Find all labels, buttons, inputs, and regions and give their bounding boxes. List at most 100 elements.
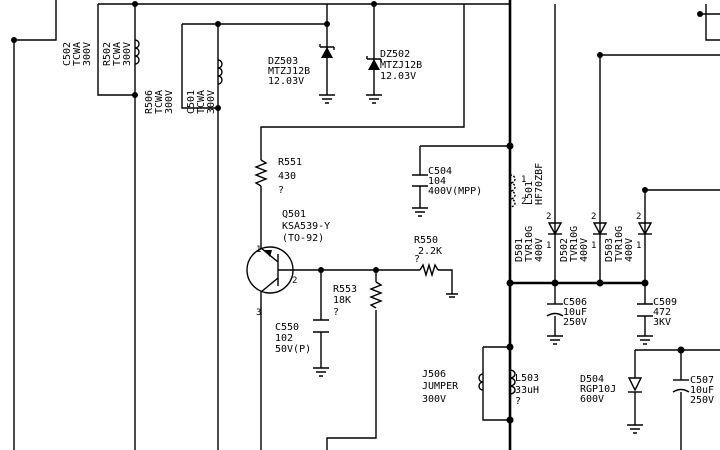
- junction-dot: [11, 37, 17, 43]
- d501-diode-symbol: [547, 222, 563, 236]
- c502-label-group: C502 TCWA 300V: [62, 42, 93, 66]
- junction-dot: [596, 279, 604, 287]
- junction-dot: [506, 416, 514, 424]
- d503-voltage: 400V: [624, 238, 635, 262]
- q501-type: KSA539-Y: [282, 221, 330, 232]
- l503-value: 33uH: [515, 385, 539, 396]
- wire: [181, 24, 218, 109]
- r502-label-group: R502 TCWA 300V: [102, 42, 133, 66]
- c501-type: TCWA: [196, 90, 207, 114]
- d502-pin2: 2: [591, 212, 596, 222]
- junction-dot: [641, 279, 649, 287]
- q501-pin3: 3: [256, 308, 261, 318]
- d501-ref: D501: [514, 238, 525, 262]
- junction-dot: [506, 279, 514, 287]
- junction-dot: [506, 142, 514, 150]
- l503-note: ?: [515, 396, 521, 407]
- l501-ref: L501: [524, 181, 535, 205]
- d503-pin1: 1: [636, 241, 641, 251]
- d502-label-group: D502 TVR10G 400V: [559, 226, 590, 262]
- wire: [260, 4, 465, 160]
- c506-ref: C506: [563, 297, 587, 308]
- r551-ref: R551: [278, 157, 302, 168]
- d503-type: TVR10G: [614, 226, 625, 262]
- dz502-ref: DZ502: [380, 49, 410, 60]
- d504-type: RGP10J: [580, 384, 616, 395]
- c509-ref: C509: [653, 297, 677, 308]
- q501-transistor-symbol: [246, 246, 294, 294]
- c509-capacitor-symbol: [637, 303, 653, 345]
- junctions: [11, 1, 703, 424]
- l503-coil-symbol: [509, 369, 516, 395]
- dz503-value: 12.03V: [268, 76, 304, 87]
- r550-note: ?: [414, 254, 420, 265]
- r551-value: 430: [278, 171, 296, 182]
- r506-label-group: R506 TCWA 300V: [144, 90, 175, 114]
- d503-pin2: 2: [636, 212, 641, 222]
- dz503-ref: DZ503: [268, 56, 298, 67]
- junction-dot: [318, 267, 324, 273]
- dz502-zener-symbol: [366, 56, 382, 104]
- r502-type: TCWA: [112, 42, 123, 66]
- c550-ref: C550: [275, 322, 299, 333]
- c509-value: 472: [653, 307, 671, 318]
- wiring: [13, 0, 720, 450]
- r506-voltage: 300V: [164, 90, 175, 114]
- j506-jumper-symbol: [478, 373, 484, 391]
- d501-label-group: D501 TVR10G 400V: [514, 226, 545, 262]
- r502-voltage: 300V: [122, 42, 133, 66]
- d502-diode-symbol: [592, 222, 608, 236]
- r553-note: ?: [333, 307, 339, 318]
- d503-diode-symbol: [637, 222, 653, 236]
- c506-voltage: 250V: [563, 317, 587, 328]
- l501-label-group: L501 HF70ZBF: [524, 163, 545, 205]
- junction-dot: [215, 105, 221, 111]
- c502-ref: C502: [62, 42, 73, 66]
- c504-capacitor-symbol: [412, 174, 428, 217]
- r502-ref: R502: [102, 42, 113, 66]
- c502-coil-symbol: [134, 39, 140, 65]
- r551-resistor-symbol: [254, 159, 268, 187]
- junction-dot: [597, 52, 603, 58]
- q501-ref: Q501: [282, 209, 306, 220]
- wire: [14, 0, 57, 41]
- c550-value: 102: [275, 333, 293, 344]
- r506-type: TCWA: [154, 90, 165, 114]
- junction-dot: [215, 21, 221, 27]
- junction-dot: [551, 279, 559, 287]
- dz503-type: MTZJ12B: [268, 66, 310, 77]
- c502-type: TCWA: [72, 42, 83, 66]
- d502-ref: D502: [559, 238, 570, 262]
- c507-value: 10uF: [690, 385, 714, 396]
- wire: [705, 4, 720, 41]
- l501-pin1: 1: [521, 175, 526, 185]
- r553-value: 18K: [333, 295, 351, 306]
- c507-capacitor-symbol: [672, 379, 690, 393]
- junction-dot: [697, 11, 703, 17]
- c504-ref: C504: [428, 166, 452, 177]
- c501-voltage: 300V: [206, 90, 217, 114]
- junction-dot: [132, 1, 138, 7]
- c506-capacitor-symbol: [546, 303, 564, 345]
- junction-dot: [642, 187, 648, 193]
- c550-rating: 50V(P): [275, 344, 311, 355]
- dz502-type: MTZJ12B: [380, 60, 422, 71]
- r550-ground-symbol: [446, 293, 458, 298]
- junction-dot: [132, 92, 138, 98]
- d504-diode-symbol: [627, 377, 643, 434]
- c550-capacitor-symbol: [313, 319, 329, 377]
- c507-ref: C507: [690, 375, 714, 386]
- dz503-zener-symbol: [319, 44, 335, 104]
- d501-type: TVR10G: [524, 226, 535, 262]
- junction-dot: [371, 1, 377, 7]
- d503-ref: D503: [604, 238, 615, 262]
- wire: [482, 347, 510, 421]
- l501-pin2: 2: [521, 197, 526, 207]
- c507-voltage: 250V: [690, 395, 714, 406]
- j506-type: JUMPER: [422, 381, 459, 392]
- d504-ref: D504: [580, 374, 604, 385]
- q501-pin1: 1: [256, 245, 261, 255]
- dz502-value: 12.03V: [380, 71, 416, 82]
- d501-pin2: 2: [546, 212, 551, 222]
